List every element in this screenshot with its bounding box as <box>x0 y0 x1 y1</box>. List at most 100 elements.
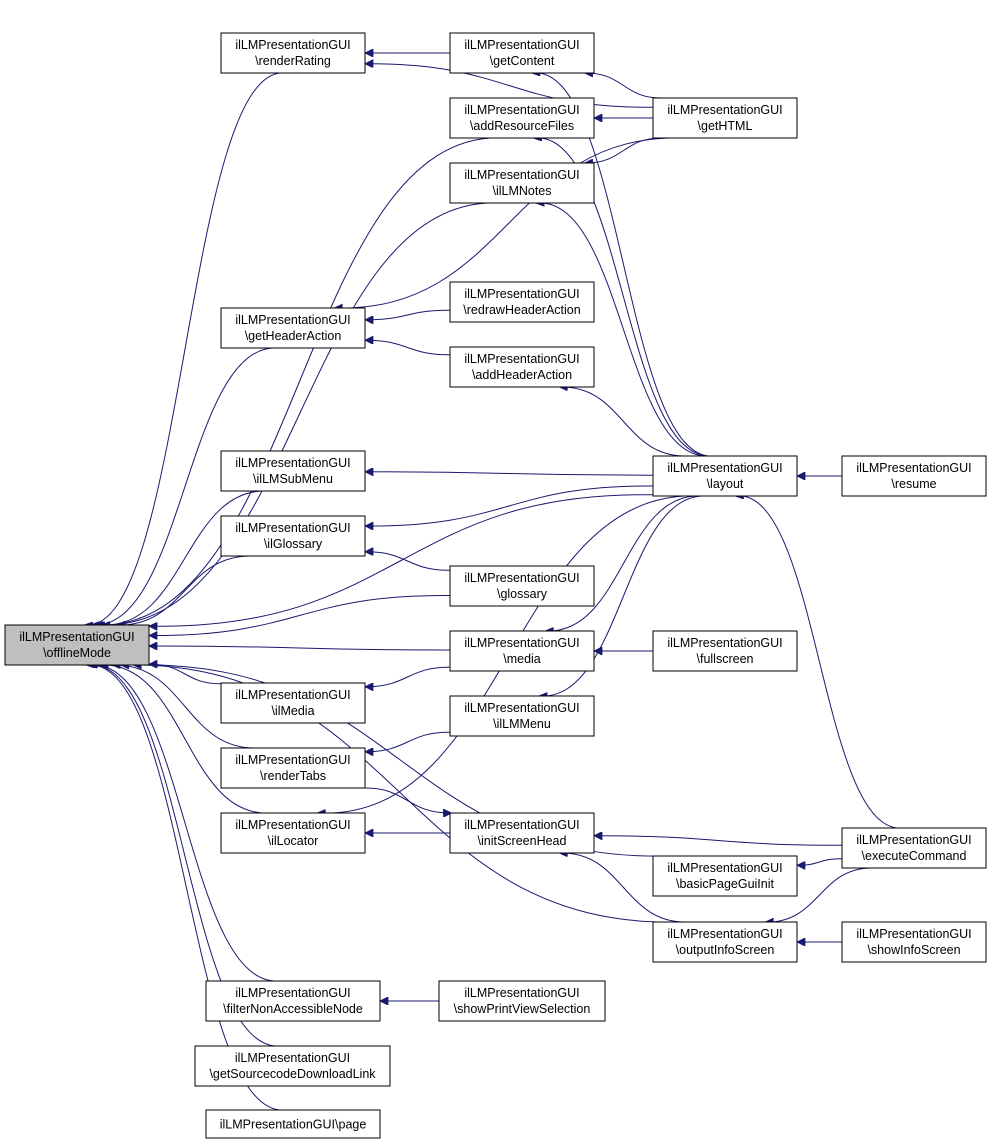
node-basicPageGuiInit[interactable]: ilLMPresentationGUI\basicPageGuiInit <box>652 855 798 897</box>
node-label-line2-fullscreen: \fullscreen <box>697 652 754 666</box>
node-box-getSourcecodeDownloadLink[interactable] <box>194 1045 391 1087</box>
node-box-filterNonAccessibleNode[interactable] <box>205 980 381 1022</box>
node-label-line1-initScreenHead: ilLMPresentationGUI <box>464 818 579 832</box>
node-box-getHTML[interactable] <box>652 97 798 139</box>
node-box-outputInfoScreen[interactable] <box>652 921 798 963</box>
node-renderTabs[interactable]: ilLMPresentationGUI\renderTabs <box>220 747 366 789</box>
node-showInfoScreen[interactable]: ilLMPresentationGUI \showInfoScreen <box>841 921 987 963</box>
edges-layer <box>84 53 904 1111</box>
nodes-layer: ilLMPresentationGUI\offlineMode ilLMPrese… <box>4 32 987 1139</box>
node-label-line2-redrawHeaderAction: \redrawHeaderAction <box>463 303 580 317</box>
edge-layout-to-media <box>545 495 702 631</box>
edge-media-to-offlineMode <box>149 646 451 651</box>
node-box-renderTabs[interactable] <box>220 747 366 789</box>
node-label-line1-showInfoScreen: ilLMPresentationGUI <box>856 927 971 941</box>
node-label-line2-ilLocator: \ilLocator <box>268 834 319 848</box>
node-box-redrawHeaderAction[interactable] <box>449 281 595 323</box>
node-label-line1-resume: ilLMPresentationGUI <box>856 461 971 475</box>
node-addResourceFiles[interactable]: ilLMPresentationGUI \addResourceFiles <box>449 97 595 139</box>
node-getHeaderAction[interactable]: ilLMPresentationGUI\getHeaderAction <box>220 307 366 349</box>
node-label-line2-addResourceFiles: \addResourceFiles <box>470 119 574 133</box>
node-label-line1-redrawHeaderAction: ilLMPresentationGUI <box>464 287 579 301</box>
node-label-line2-getContent: \getContent <box>490 54 555 68</box>
node-getSourcecodeDownloadLink[interactable]: ilLMPresentationGUI\getSourcecodeDownloa… <box>194 1045 391 1087</box>
node-label-line2-ilLMNotes: \ilLMNotes <box>492 184 551 198</box>
node-label-line1-renderRating: ilLMPresentationGUI <box>235 38 350 52</box>
node-box-ilLMSubMenu[interactable] <box>220 450 366 492</box>
node-label-line2-ilGlossary: \ilGlossary <box>264 537 323 551</box>
node-box-renderRating[interactable] <box>220 32 366 74</box>
node-fullscreen[interactable]: ilLMPresentationGUI\fullscreen <box>652 630 798 672</box>
edge-layout-to-addResourceFiles <box>533 138 714 457</box>
node-box-getContent[interactable] <box>449 32 595 74</box>
node-label-line1-outputInfoScreen: ilLMPresentationGUI <box>667 927 782 941</box>
node-label-line2-getSourcecodeDownloadLink: \getSourcecodeDownloadLink <box>209 1067 376 1081</box>
node-ilMedia[interactable]: ilLMPresentationGUI\ilMedia <box>220 682 366 724</box>
node-box-ilGlossary[interactable] <box>220 515 366 557</box>
node-outputInfoScreen[interactable]: ilLMPresentationGUI\outputInfoScreen <box>652 921 798 963</box>
node-label-line1-basicPageGuiInit: ilLMPresentationGUI <box>667 861 782 875</box>
edge-executeCommand-to-outputInfoScreen <box>765 867 874 922</box>
node-label-line1-page: ilLMPresentationGUI\page <box>220 1118 367 1132</box>
edge-renderRating-to-offlineMode <box>84 72 286 625</box>
node-ilLocator[interactable]: ilLMPresentationGUI \ilLocator <box>220 812 366 854</box>
node-label-line1-ilLMSubMenu: ilLMPresentationGUI <box>235 456 350 470</box>
node-box-executeCommand[interactable] <box>841 827 987 869</box>
edge-layout-to-addHeaderAction <box>559 387 688 457</box>
edge-renderTabs-to-initScreenHead <box>363 787 452 813</box>
node-showPrintViewSelection[interactable]: ilLMPresentationGUI\showPrintViewSelecti… <box>438 980 606 1022</box>
node-redrawHeaderAction[interactable]: ilLMPresentationGUI \redrawHeaderAction <box>449 281 595 323</box>
node-label-line2-showInfoScreen: \showInfoScreen <box>867 943 960 957</box>
node-box-ilLocator[interactable] <box>220 812 366 854</box>
node-box-getHeaderAction[interactable] <box>220 307 366 349</box>
node-box-offlineMode[interactable] <box>4 624 150 666</box>
node-box-showInfoScreen[interactable] <box>841 921 987 963</box>
edge-getHeaderAction-to-offlineMode <box>91 347 280 625</box>
node-box-ilLMNotes[interactable] <box>449 162 595 204</box>
edge-page-to-offlineMode <box>86 665 287 1111</box>
node-label-line1-renderTabs: ilLMPresentationGUI <box>235 753 350 767</box>
edge-glossary-to-ilGlossary <box>365 552 451 571</box>
node-box-fullscreen[interactable] <box>652 630 798 672</box>
node-label-line2-resume: \resume <box>891 477 936 491</box>
node-getHTML[interactable]: ilLMPresentationGUI\getHTML <box>652 97 798 139</box>
node-label-line2-ilLMMenu: \ilLMMenu <box>493 717 551 731</box>
node-page[interactable]: ilLMPresentationGUI\page <box>205 1109 381 1139</box>
node-glossary[interactable]: ilLMPresentationGUI\glossary <box>449 565 595 607</box>
node-box-addHeaderAction[interactable] <box>449 346 595 388</box>
node-filterNonAccessibleNode[interactable]: ilLMPresentationGUI\filterNonAccessibleN… <box>205 980 381 1022</box>
edge-outputInfoScreen-to-initScreenHead <box>559 853 688 923</box>
node-resume[interactable]: ilLMPresentationGUI \resume <box>841 455 987 497</box>
node-renderRating[interactable]: ilLMPresentationGUI\renderRating <box>220 32 366 74</box>
node-ilLMNotes[interactable]: ilLMPresentationGUI\ilLMNotes <box>449 162 595 204</box>
node-label-line2-layout: \layout <box>707 477 744 491</box>
node-ilLMSubMenu[interactable]: ilLMPresentationGUI\ilLMSubMenu <box>220 450 366 492</box>
node-media[interactable]: ilLMPresentationGUI\media <box>449 630 595 672</box>
node-box-resume[interactable] <box>841 455 987 497</box>
node-box-basicPageGuiInit[interactable] <box>652 855 798 897</box>
node-box-media[interactable] <box>449 630 595 672</box>
edge-ilLMNotes-to-offlineMode <box>96 202 503 625</box>
node-ilGlossary[interactable]: ilLMPresentationGUI\ilGlossary <box>220 515 366 557</box>
node-addHeaderAction[interactable]: ilLMPresentationGUI\addHeaderAction <box>449 346 595 388</box>
node-label-line1-addResourceFiles: ilLMPresentationGUI <box>464 103 579 117</box>
node-box-layout[interactable] <box>652 455 798 497</box>
node-box-ilMedia[interactable] <box>220 682 366 724</box>
node-box-showPrintViewSelection[interactable] <box>438 980 606 1022</box>
node-ilLMMenu[interactable]: ilLMPresentationGUI\ilLMMenu <box>449 695 595 737</box>
node-initScreenHead[interactable]: ilLMPresentationGUI\initScreenHead <box>449 812 595 854</box>
node-offlineMode[interactable]: ilLMPresentationGUI\offlineMode <box>4 624 150 666</box>
node-label-line1-getContent: ilLMPresentationGUI <box>464 38 579 52</box>
node-box-page[interactable] <box>205 1109 381 1139</box>
edge-getHTML-to-ilLMNotes <box>585 137 663 163</box>
node-box-ilLMMenu[interactable] <box>449 695 595 737</box>
node-box-addResourceFiles[interactable] <box>449 97 595 139</box>
node-box-initScreenHead[interactable] <box>449 812 595 854</box>
node-executeCommand[interactable]: ilLMPresentationGUI\executeCommand <box>841 827 987 869</box>
edge-addResourceFiles-to-offlineMode <box>94 137 506 625</box>
node-getContent[interactable]: ilLMPresentationGUI \getContent <box>449 32 595 74</box>
node-label-line1-ilLocator: ilLMPresentationGUI <box>235 818 350 832</box>
node-box-glossary[interactable] <box>449 565 595 607</box>
node-layout[interactable]: ilLMPresentationGUI\layout <box>652 455 798 497</box>
